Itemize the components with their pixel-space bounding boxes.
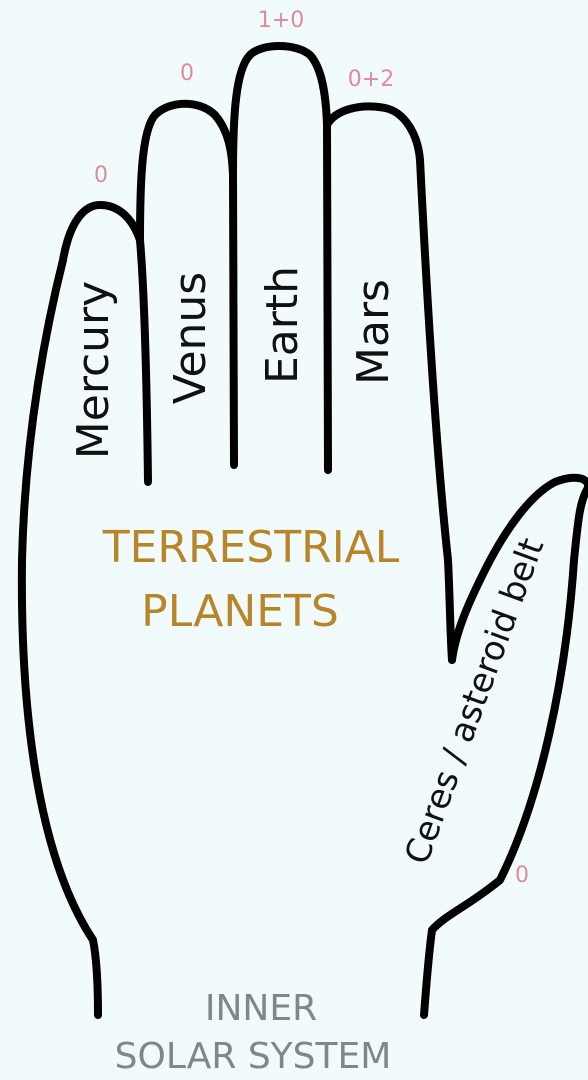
moon-count-earth: 1+0	[258, 8, 304, 33]
footer-line2: SOLAR SYSTEM	[115, 1036, 392, 1077]
finger-label-venus: Venus	[165, 272, 216, 404]
finger-label-earth: Earth	[257, 266, 308, 384]
terrestrial-title-line2: PLANETS	[141, 586, 339, 637]
moon-count-venus: 0	[180, 61, 194, 86]
mercury-finger-outline	[140, 240, 148, 482]
footer-line1: INNER	[205, 988, 317, 1029]
moon-count-ceres: 0	[515, 863, 529, 888]
moon-count-mars: 0+2	[348, 67, 394, 92]
finger-label-mars: Mars	[348, 279, 399, 385]
earth-finger-outline	[233, 46, 328, 470]
moon-count-mercury: 0	[94, 163, 108, 188]
finger-label-mercury: Mercury	[68, 281, 119, 459]
terrestrial-title-line1: TERRESTRIAL	[102, 522, 400, 573]
